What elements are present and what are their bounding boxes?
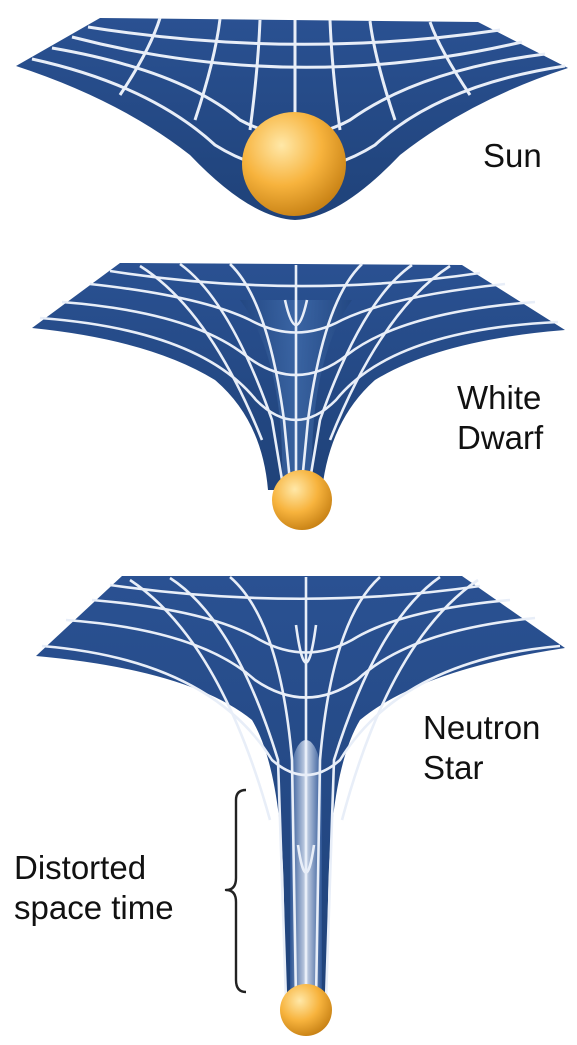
neutron-star-star	[280, 984, 332, 1036]
sun-star	[242, 112, 346, 216]
label-white-dwarf-line2: Dwarf	[457, 418, 543, 458]
label-neutron-star-line2: Star	[423, 748, 540, 788]
label-distorted-space-time: Distorted space time	[14, 848, 174, 928]
label-sun: Sun	[483, 136, 542, 176]
label-neutron-star: Neutron Star	[423, 708, 540, 788]
label-neutron-star-line1: Neutron	[423, 708, 540, 748]
distorted-space-time-brace	[226, 790, 246, 992]
label-sun-text: Sun	[483, 136, 542, 176]
label-white-dwarf-line1: White	[457, 378, 543, 418]
neutron-star-well	[36, 576, 565, 1036]
label-distorted-line1: Distorted	[14, 848, 174, 888]
white-dwarf-star	[272, 470, 332, 530]
sun-well	[16, 18, 568, 220]
label-distorted-line2: space time	[14, 888, 174, 928]
label-white-dwarf: White Dwarf	[457, 378, 543, 458]
